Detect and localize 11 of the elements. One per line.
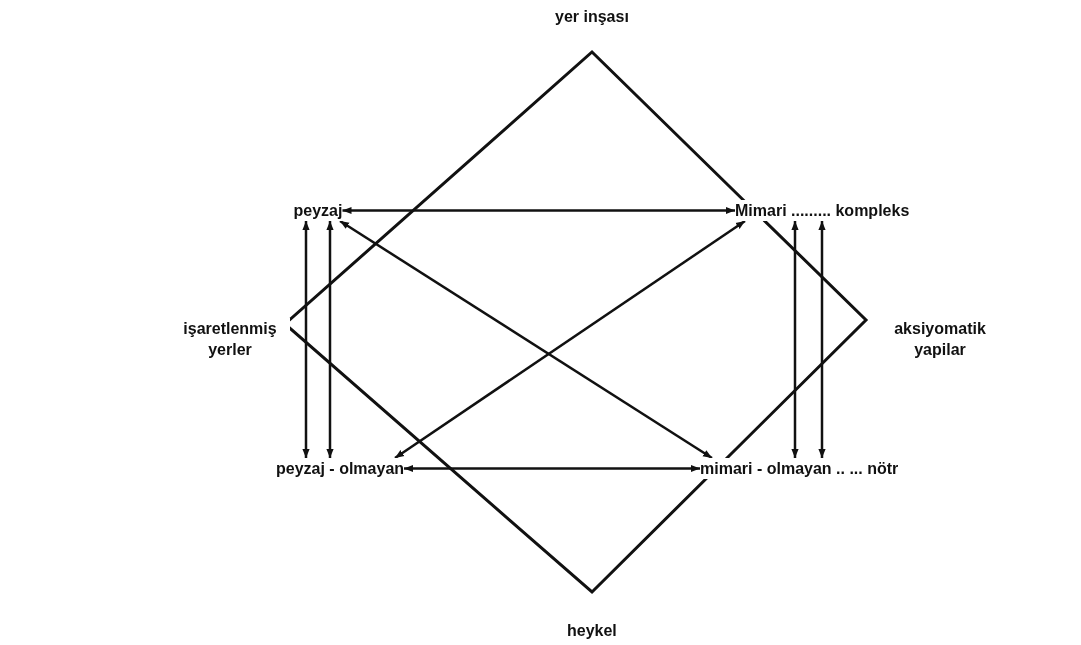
double-arrow	[404, 464, 700, 473]
corner-label: Mimari ......... kompleks	[735, 200, 910, 221]
double-arrow	[339, 219, 713, 460]
double-arrow	[342, 206, 735, 215]
double-arrow	[326, 221, 334, 458]
double-arrow	[302, 221, 310, 458]
double-arrow	[818, 221, 826, 458]
double-arrow	[791, 221, 799, 458]
corner-label: peyzaj - olmayan	[276, 458, 405, 479]
corner-label: mimari - olmayan .. ... nötr	[700, 458, 899, 479]
double-arrow	[394, 219, 746, 460]
